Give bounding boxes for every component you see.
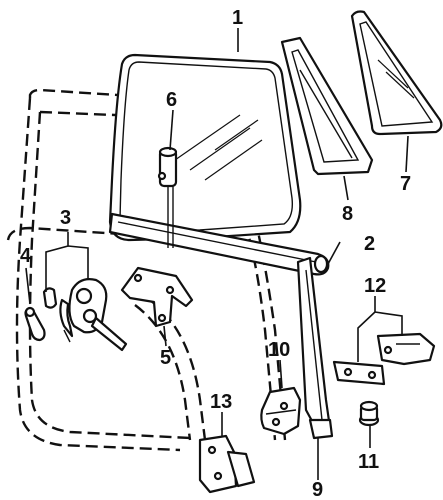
- window-crank-handle: [24, 306, 46, 342]
- grommet: [358, 400, 380, 427]
- callout-9: 9: [312, 479, 323, 500]
- callout-3: 3: [60, 207, 71, 229]
- callout-13: 13: [210, 391, 232, 413]
- callout-6: 6: [166, 89, 177, 111]
- callout-5: 5: [160, 347, 171, 369]
- vent-frame-seal: [280, 36, 374, 176]
- division-channel: [296, 256, 334, 440]
- door-hinge: [198, 434, 256, 494]
- callout-7: 7: [400, 173, 411, 195]
- callout-2: 2: [364, 233, 375, 255]
- door-glass: [108, 53, 302, 242]
- lock-actuator: [260, 386, 302, 436]
- callout-8: 8: [342, 203, 353, 225]
- regulator-bracket: [120, 266, 194, 328]
- callout-12: 12: [364, 275, 386, 297]
- glass-run-channel: [108, 212, 330, 276]
- leader-lines: [25, 28, 409, 480]
- callout-4: 4: [20, 245, 32, 267]
- callout-1: 1: [232, 7, 243, 29]
- callout-labels: 1 2 3 4 5 6 7 8 9 10 11 12 13: [20, 7, 411, 500]
- vent-glass: [350, 10, 443, 136]
- lift-stud: [157, 146, 178, 248]
- latch-assembly: [332, 332, 436, 386]
- callout-10: 10: [268, 339, 290, 361]
- callout-11: 11: [358, 451, 379, 473]
- regulator: [42, 278, 128, 352]
